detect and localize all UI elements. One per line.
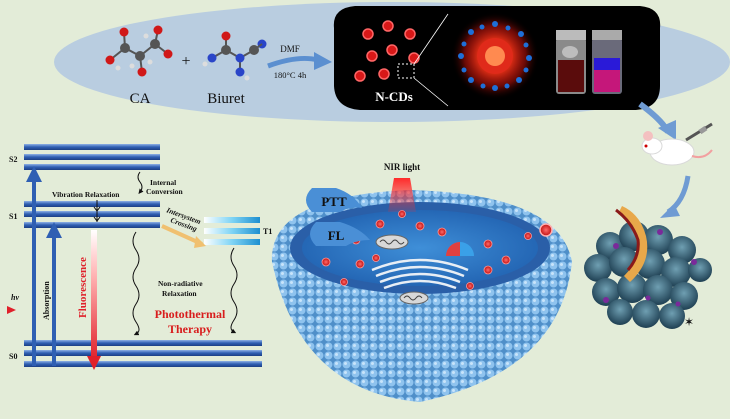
svg-text:✶: ✶ [684, 315, 694, 329]
state-s0-label: S0 [9, 352, 17, 361]
nonradiative-label-2: Relaxation [162, 289, 197, 298]
cell-illustration: NIR light PTT FL [271, 162, 572, 402]
nonradiative-arrow-s1 [132, 231, 140, 336]
fl-callout [310, 222, 370, 246]
ncd-magnified-icon [451, 12, 539, 100]
product-panel: N-CDs [333, 6, 661, 110]
photon-icon [7, 306, 16, 314]
ptt-callout [306, 188, 362, 212]
state-t1-label: T1 [263, 227, 272, 236]
golgi-icon [371, 258, 469, 290]
state-s1-label: S1 [9, 212, 17, 221]
citric-acid-molecule-icon [105, 25, 173, 77]
state-s2-label: S2 [9, 155, 17, 164]
nir-light-beam [388, 178, 416, 212]
reactant-biuret-label: Biuret [207, 91, 245, 107]
vials-photo-icon [556, 30, 622, 94]
s1-level-1 [24, 201, 160, 207]
condition-label: 180°C 4h [274, 70, 307, 80]
mouse-icon [641, 122, 713, 166]
s2-level-3 [24, 164, 160, 170]
product-label: N-CDs [375, 89, 413, 104]
nir-light-label: NIR light [384, 162, 420, 172]
ptt-label: PTT [321, 194, 347, 209]
fluorescence-label: Fluorescence [77, 257, 89, 318]
s0-level-1 [24, 340, 262, 346]
s2-level-1 [24, 144, 160, 150]
absorption-label: Absorption [42, 281, 51, 320]
t1-level-3 [204, 239, 260, 245]
fluorescence-arrow [91, 230, 97, 360]
photothermal-label-1: Photothermal [155, 307, 226, 321]
s0-level-3 [24, 361, 262, 367]
carbon-dots-cluster-icon [354, 13, 449, 107]
fl-label: FL [328, 228, 345, 243]
tumor-cluster-icon: ✶ [584, 206, 712, 329]
t1-level-2 [204, 228, 260, 234]
s1-level-2 [24, 211, 160, 217]
hv-label: hv [11, 293, 19, 302]
nonradiative-arrow-t1 [230, 247, 238, 334]
mitochondria-icon [375, 234, 429, 305]
internal-conversion-label-1: Internal [150, 178, 176, 187]
solvent-label: DMF [280, 44, 300, 54]
extracellular-ncd-dot [539, 223, 553, 237]
t1-level-1 [204, 217, 260, 223]
vibration-relaxation-label: Vibration Relaxation [52, 190, 120, 199]
internal-conversion-arrow-icon [137, 171, 144, 194]
reactant-ca-label: CA [130, 91, 151, 107]
s1-level-3 [24, 222, 160, 228]
s0-level-2 [24, 350, 262, 356]
jablonski-diagram: S2 S1 T1 S0 hv Absorption Vibration Rela… [7, 144, 272, 370]
photothermal-label-2: Therapy [168, 322, 212, 336]
plus-sign: + [181, 53, 190, 70]
biuret-molecule-icon [202, 31, 267, 81]
to-tumor-arrow-icon [666, 175, 691, 215]
nonradiative-label-1: Non-radiative [158, 279, 203, 288]
s2-level-2 [24, 154, 160, 160]
internal-conversion-label-2: Conversion [146, 187, 183, 196]
